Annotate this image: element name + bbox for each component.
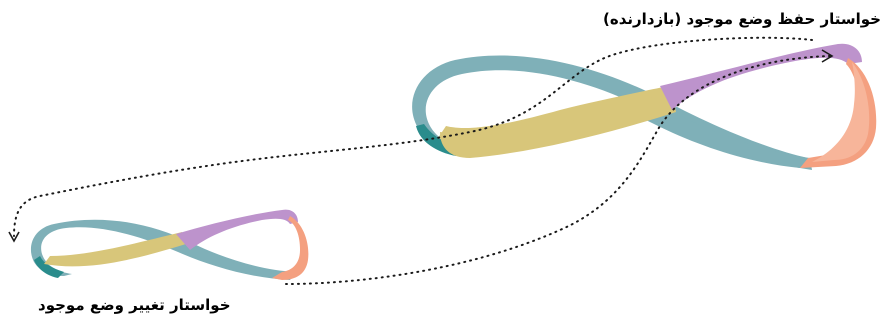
small-loop-yellow-band xyxy=(44,232,186,267)
dotted-path-changer xyxy=(285,55,831,285)
small-loop-dark-teal-tip xyxy=(34,256,64,278)
large-loop-salmon-inner xyxy=(812,62,870,162)
status-quo-changer-label: خواستار تغییر وضع موجود xyxy=(38,296,231,314)
large-infinity-loop xyxy=(412,43,877,170)
arrow-head-left xyxy=(8,231,20,243)
small-loop-purple-band xyxy=(176,209,298,250)
arrow-head-right xyxy=(821,49,834,63)
large-loop-yellow-band xyxy=(438,86,670,145)
large-loop-purple-band xyxy=(660,43,862,111)
large-loop-teal-lower xyxy=(628,100,812,170)
large-loop-yellow-band-fill xyxy=(440,90,676,158)
small-infinity-loop xyxy=(30,209,309,280)
small-loop-salmon-band xyxy=(272,216,309,280)
small-loop-teal-band xyxy=(30,219,296,280)
dotted-paths xyxy=(8,36,834,285)
status-quo-keeper-label: خواستار حفظ وضع موجود (بازدارنده) xyxy=(603,10,881,28)
dotted-path-keeper xyxy=(13,36,813,237)
